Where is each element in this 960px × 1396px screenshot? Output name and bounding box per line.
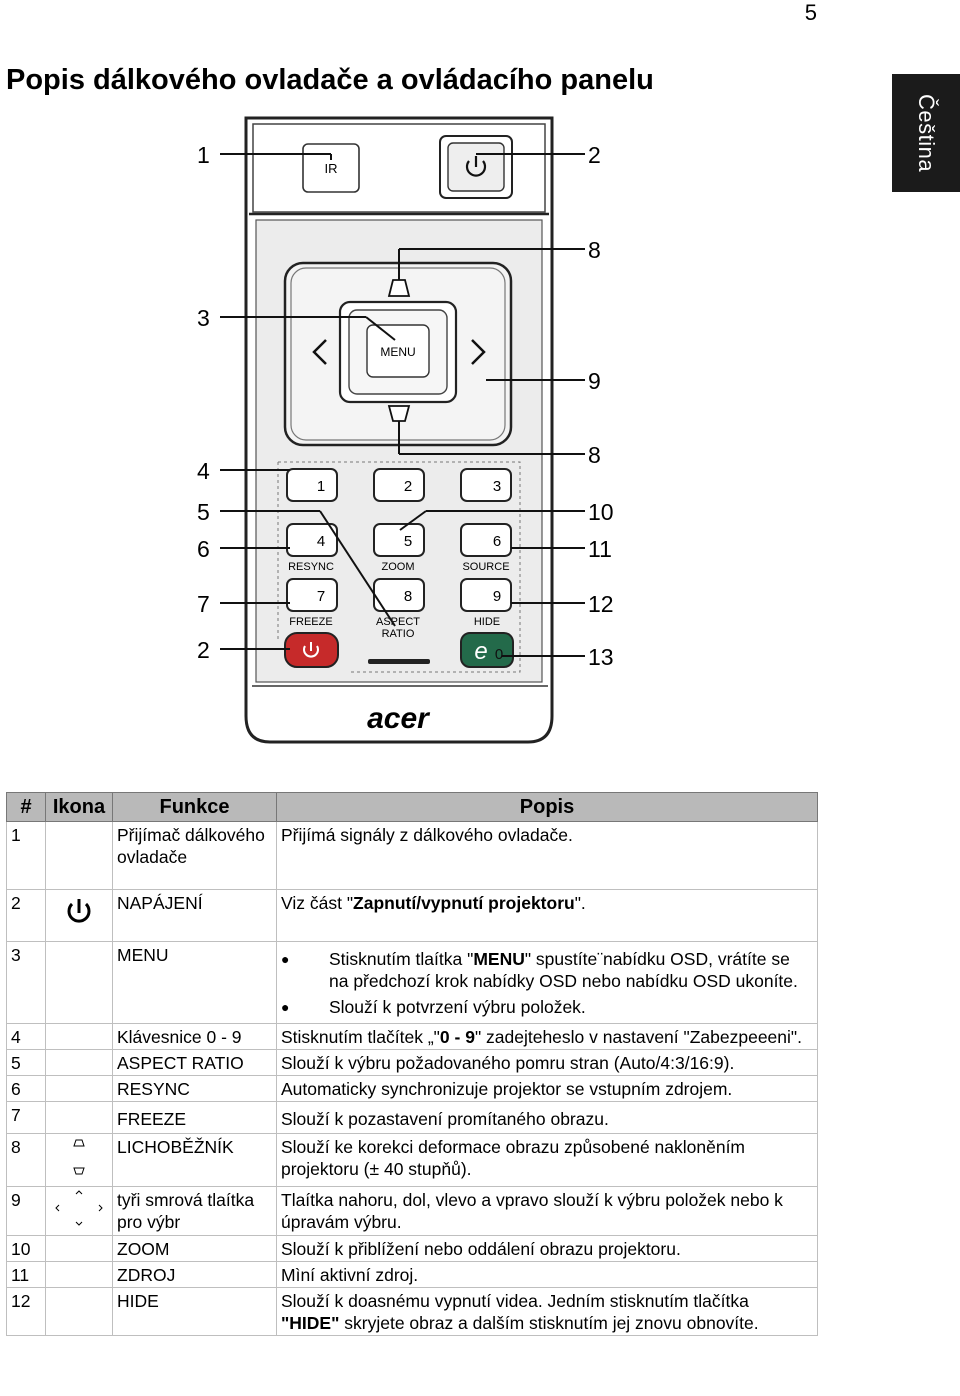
table-row: 1 Přijímač dálkového ovladače Přijímá si… bbox=[6, 821, 818, 890]
table-row: 10 ZOOM Slouží k přiblížení nebo oddálen… bbox=[6, 1235, 818, 1262]
callout-left-2: 2 bbox=[197, 637, 210, 663]
callout-left-3: 3 bbox=[197, 305, 210, 331]
direction-pad[interactable]: MENU bbox=[283, 261, 513, 447]
callout-right-8: 8 bbox=[588, 237, 601, 263]
page-number: 5 bbox=[804, 0, 817, 25]
power-icon bbox=[465, 156, 487, 177]
svg-text:7: 7 bbox=[317, 588, 325, 605]
callout-right-2: 2 bbox=[588, 142, 601, 168]
header-desc: Popis bbox=[276, 792, 818, 822]
header-func: Funkce bbox=[112, 792, 277, 822]
power-icon bbox=[303, 642, 319, 658]
hide-label: HIDE bbox=[474, 616, 500, 628]
ir-receiver: IR bbox=[302, 143, 360, 193]
callout-left-5: 5 bbox=[197, 499, 210, 525]
svg-text:1: 1 bbox=[317, 478, 325, 495]
numeric-keypad[interactable]: 1 2 3 4 5 6 7 8 9 bbox=[286, 468, 512, 612]
table-row: 3 MENU ●Stisknutím tlaítka "MENU" spustí… bbox=[6, 941, 818, 1024]
header-num: # bbox=[6, 792, 46, 822]
empowering-button[interactable]: e 0 bbox=[460, 632, 514, 668]
keystone-up-icon bbox=[387, 279, 411, 297]
power-button-red[interactable] bbox=[284, 632, 339, 668]
callout-right-10: 10 bbox=[588, 499, 614, 525]
freeze-label: FREEZE bbox=[289, 616, 332, 628]
header-icon: Ikona bbox=[45, 792, 113, 822]
table-row: 5 ASPECT RATIO Slouží k výbru požadované… bbox=[6, 1049, 818, 1076]
table-row: 8 LICHOBĚŽNÍK Slouží ke korekci deformac… bbox=[6, 1133, 818, 1187]
callout-right-11: 11 bbox=[588, 536, 612, 562]
callout-left-4: 4 bbox=[197, 458, 210, 484]
svg-text:3: 3 bbox=[493, 478, 501, 495]
table-row: 6 RESYNC Automaticky synchronizuje proje… bbox=[6, 1075, 818, 1102]
bullet-icon: ● bbox=[281, 999, 290, 1015]
keystone-down-icon bbox=[387, 405, 411, 422]
page-title: Popis dálkového ovladače a ovládacího pa… bbox=[6, 64, 654, 96]
ratio-label: RATIO bbox=[382, 628, 415, 640]
remote-control-diagram: IR MENU 1 2 3 4 bbox=[197, 116, 614, 744]
function-table: # Ikona Funkce Popis 1 Přijímač dálkovéh… bbox=[6, 792, 818, 1336]
language-tab: Čeština bbox=[892, 74, 960, 192]
table-row: 9 tyři smrová tlaítka pro výbr Tlaítka n… bbox=[6, 1186, 818, 1236]
left-arrow-icon bbox=[312, 339, 327, 365]
table-row: 11 ZDROJ Mìní aktivní zdroj. bbox=[6, 1261, 818, 1288]
callout-right-9: 9 bbox=[588, 368, 601, 394]
callout-right-12: 12 bbox=[588, 591, 614, 617]
acer-logo: acer bbox=[367, 702, 431, 735]
zoom-label: ZOOM bbox=[382, 561, 415, 573]
four-direction-icon bbox=[55, 1190, 103, 1226]
callout-right-13: 13 bbox=[588, 644, 614, 670]
table-row: 7 FREEZE Slouží k pozastavení promítanéh… bbox=[6, 1101, 818, 1134]
svg-text:e: e bbox=[474, 638, 487, 665]
callout-left-7: 7 bbox=[197, 591, 210, 617]
svg-text:4: 4 bbox=[317, 533, 325, 550]
svg-text:9: 9 bbox=[493, 588, 501, 605]
table-header-row: # Ikona Funkce Popis bbox=[6, 792, 818, 822]
callout-right-8b: 8 bbox=[588, 442, 601, 468]
keystone-icon bbox=[73, 1139, 85, 1175]
slot-indicator bbox=[368, 659, 430, 664]
svg-text:2: 2 bbox=[404, 478, 412, 495]
table-row: 2 NAPÁJENÍ Viz část "Zapnutí/vypnutí pro… bbox=[6, 889, 818, 942]
bullet-icon: ● bbox=[281, 951, 290, 967]
table-row: 12 HIDE Slouží k doasnému vypnutí videa.… bbox=[6, 1287, 818, 1336]
callout-left-1: 1 bbox=[197, 142, 210, 168]
svg-text:6: 6 bbox=[493, 533, 501, 550]
callout-left-6: 6 bbox=[197, 536, 210, 562]
power-icon bbox=[67, 899, 91, 923]
resync-label: RESYNC bbox=[288, 561, 334, 573]
svg-text:0: 0 bbox=[495, 646, 503, 663]
right-arrow-icon bbox=[471, 339, 486, 365]
table-row: 4 Klávesnice 0 - 9 Stisknutím tlačítek „… bbox=[6, 1023, 818, 1050]
menu-button-label: MENU bbox=[380, 345, 415, 359]
power-button-top[interactable] bbox=[439, 135, 513, 199]
aspect-label: ASPECT bbox=[376, 616, 420, 628]
source-label: SOURCE bbox=[462, 561, 509, 573]
svg-text:8: 8 bbox=[404, 588, 412, 605]
svg-text:IR: IR bbox=[325, 161, 338, 176]
svg-text:5: 5 bbox=[404, 533, 412, 550]
